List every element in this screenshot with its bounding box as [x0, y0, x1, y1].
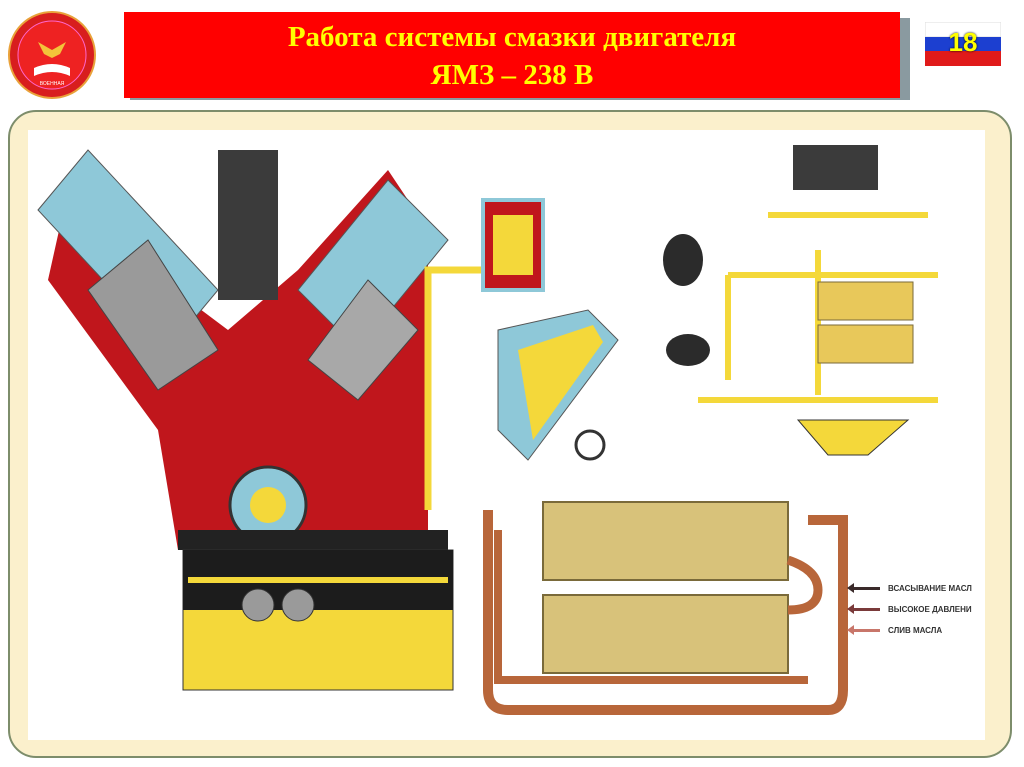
legend-item-high-pressure: ВЫСОКОЕ ДАВЛЕНИ [847, 599, 972, 620]
flow-legend: ВСАСЫВАНИЕ МАСЛ ВЫСОКОЕ ДАВЛЕНИ СЛИВ МАС… [847, 578, 972, 641]
russian-flag-icon [925, 22, 1001, 66]
legend-item-suction: ВСАСЫВАНИЕ МАСЛ [847, 578, 972, 599]
arrow-icon [847, 583, 880, 593]
title-line-1: Работа системы смазки двигателя [287, 21, 737, 53]
lubrication-system-diagram [37, 145, 938, 715]
lubrication-schematic [663, 145, 938, 456]
legend-label: СЛИВ МАСЛА [888, 626, 943, 635]
military-emblem-logo: ВОЕННАЯ [8, 11, 96, 99]
legend-label: ВЫСОКОЕ ДАВЛЕНИ [888, 605, 972, 614]
slide-title: Работа системы смазки двигателя ЯМЗ – 23… [124, 12, 900, 98]
oil-cooler [483, 501, 848, 715]
legend-item-drain: СЛИВ МАСЛА [847, 620, 972, 641]
svg-text:ВОЕННАЯ: ВОЕННАЯ [40, 81, 65, 87]
engine-cross-section [37, 149, 619, 691]
arrow-icon [847, 625, 880, 635]
slide-number: 18 [948, 27, 978, 57]
title-line-2: ЯМЗ – 238 В [430, 59, 594, 91]
arrow-icon [847, 604, 880, 614]
legend-label: ВСАСЫВАНИЕ МАСЛ [888, 584, 972, 593]
